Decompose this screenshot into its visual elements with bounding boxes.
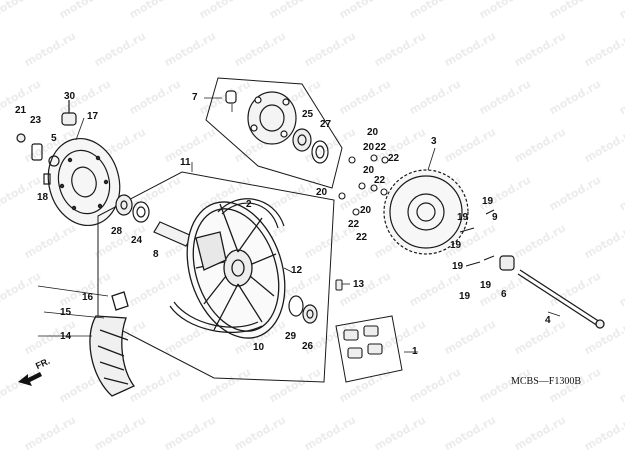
valve-13-drawing xyxy=(335,279,343,291)
brake-disc-drawing xyxy=(47,137,121,227)
part-number-label: 5 xyxy=(51,133,57,144)
damper-box xyxy=(335,315,403,383)
hub-flange-drawing xyxy=(225,90,297,145)
part-number-label: 20 xyxy=(316,187,328,198)
bearing-24-drawing xyxy=(132,201,150,223)
part-number-label: 22 xyxy=(374,175,386,186)
hub-assembly-box xyxy=(205,77,343,189)
part-number-label: 12 xyxy=(291,265,303,276)
part-number-label: 29 xyxy=(285,331,297,342)
part-number-label: 1 xyxy=(412,346,418,357)
o-ring-29-drawing xyxy=(288,295,304,317)
part-number-label: 20 xyxy=(363,142,375,153)
part-number-label: 6 xyxy=(501,289,507,300)
part-number-label: 14 xyxy=(60,331,72,342)
diagram-code: MCBS—F1300B xyxy=(511,376,582,387)
part-number-label: 26 xyxy=(302,341,314,352)
part-number-label: 21 xyxy=(15,105,27,116)
part-number-label: 20 xyxy=(363,165,375,176)
part-number-label: 23 xyxy=(30,115,42,126)
tire-drawing xyxy=(89,291,136,397)
part-number-label: 22 xyxy=(356,232,368,243)
small-parts-left xyxy=(16,133,60,185)
part-number-label: 24 xyxy=(131,235,143,246)
part-number-label: 8 xyxy=(153,249,159,260)
part-number-label: 25 xyxy=(302,109,314,120)
part-number-label: 4 xyxy=(545,315,551,326)
sprocket-drawing xyxy=(383,169,469,255)
rim-band-drawing xyxy=(169,198,285,333)
part-number-label: 17 xyxy=(87,111,99,122)
part-number-label: 19 xyxy=(480,280,492,291)
collar-6-drawing xyxy=(499,255,515,271)
part-number-label: 9 xyxy=(492,212,498,223)
part-number-label: 11 xyxy=(180,157,191,168)
part-number-label: 15 xyxy=(60,307,72,318)
leader-lines xyxy=(37,97,561,353)
rear-wheel-drawing xyxy=(186,201,286,339)
part-number-label: 16 xyxy=(82,292,94,303)
part-number-label: 30 xyxy=(64,91,76,102)
part-number-label: 13 xyxy=(353,279,365,290)
part-number-label: 19 xyxy=(450,240,462,251)
part-number-label: 18 xyxy=(37,192,49,203)
damper-rubbers-drawing xyxy=(343,325,383,359)
part-number-label: 27 xyxy=(320,119,332,130)
part-number-label: 19 xyxy=(452,261,464,272)
collar-30-drawing xyxy=(61,100,77,126)
bearing-28-drawing xyxy=(115,194,133,216)
part-number-label: 19 xyxy=(457,212,469,223)
part-number-label: 20 xyxy=(367,127,379,138)
part-number-label: 28 xyxy=(111,226,123,237)
front-direction-arrow-icon xyxy=(18,372,42,386)
bearing-25-drawing xyxy=(292,128,312,152)
axle-sleeve-8-drawing xyxy=(153,221,193,247)
collar-26-drawing xyxy=(302,304,318,324)
part-number-label: 3 xyxy=(431,136,437,147)
axle-4-drawing xyxy=(517,269,605,329)
part-number-label: 10 xyxy=(253,342,265,353)
part-number-label: 19 xyxy=(459,291,471,302)
part-number-label: 20 xyxy=(360,205,372,216)
sprocket-fasteners xyxy=(338,154,495,267)
part-number-label: 22 xyxy=(375,142,387,153)
seal-27-drawing xyxy=(311,140,329,164)
part-number-label: 2 xyxy=(246,199,252,210)
part-number-label: 22 xyxy=(388,153,400,164)
part-number-label: 7 xyxy=(192,92,198,103)
part-number-label: 19 xyxy=(482,196,494,207)
part-number-label: 22 xyxy=(348,219,360,230)
